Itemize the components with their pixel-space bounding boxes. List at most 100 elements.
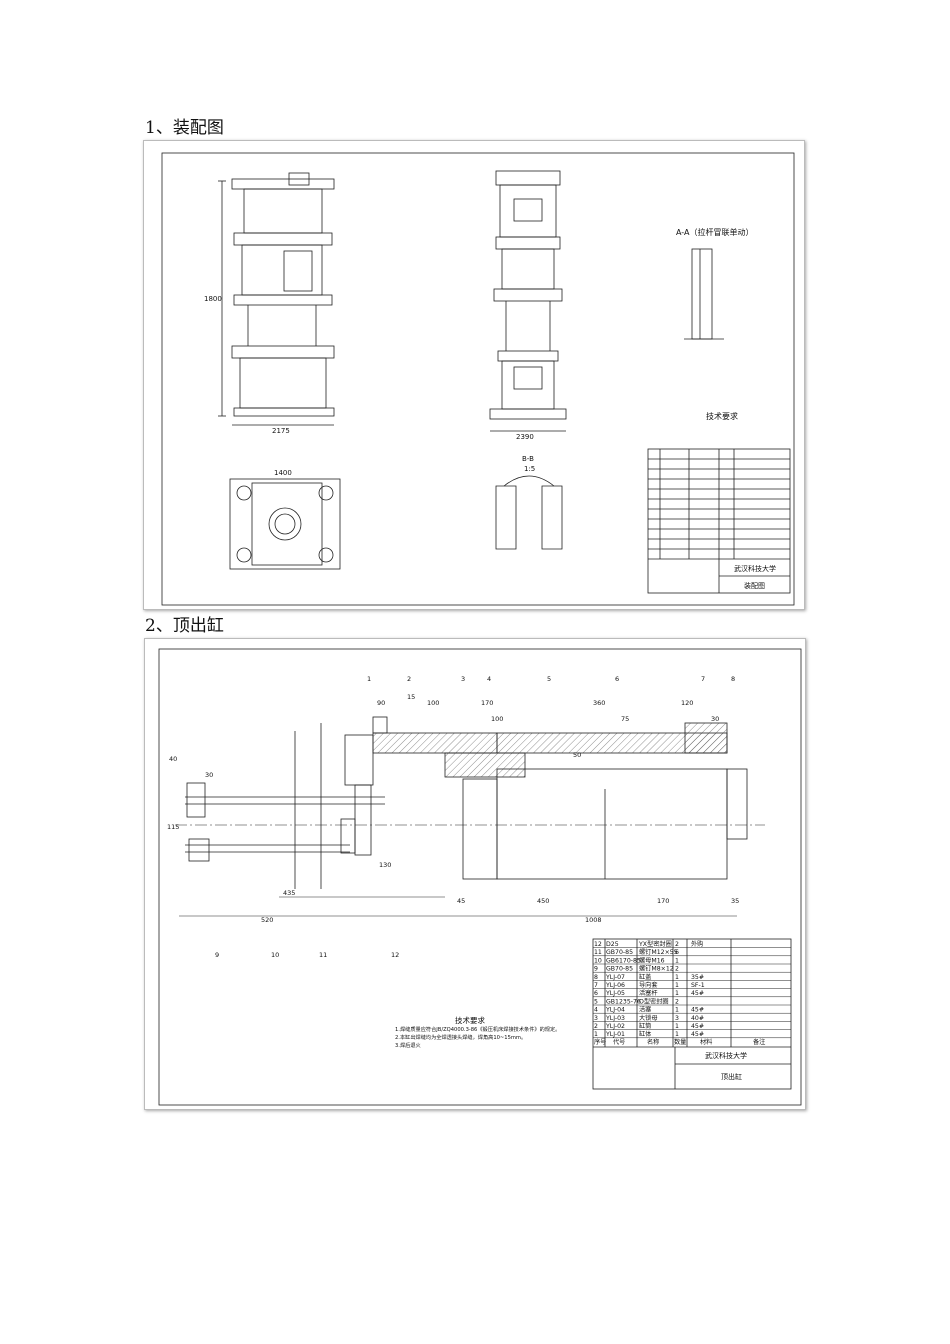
dimension-label: 450 [537,897,549,905]
bom-cell-no: 10 [594,957,602,964]
dimension-label: 170 [657,897,669,905]
bom-cell-mat: 45# [691,990,704,997]
part-callout-balloon: 1 [367,675,371,683]
bom-cell-no: 9 [594,966,598,973]
bom-cell-qty: 2 [675,941,679,948]
school-name-2: 武汉科技大学 [705,1051,747,1060]
bom-cell-code: D25 [606,941,619,948]
bom-cell-qty: 1 [675,957,679,964]
view-bb-title: B-B [522,455,534,463]
bom-cell-no: 8 [594,974,598,981]
part-callout-balloon: 3 [461,675,465,683]
bom-cell-code: GB1235-76 [606,998,641,1005]
bom-cell-no: 5 [594,998,598,1005]
bom-cell-name: 大锁母 [639,1014,658,1022]
bom-cell-code: YLJ-01 [605,1031,625,1038]
dimension-label: 120 [681,699,693,707]
view-aa-title: A-A（拉杆冒联单动） [676,227,753,237]
bom-cell-qty: 1 [675,990,679,997]
bom-cell-code: YLJ-04 [605,1007,625,1014]
bom-cell-code: GB6170-85 [606,957,641,964]
bom-cell-code: YLJ-03 [605,1015,625,1022]
drawing-name-2: 顶出缸 [721,1072,742,1081]
dimension-label: 520 [261,916,273,924]
dimension-label: 100 [491,715,503,723]
dim-side-width: 2390 [516,433,534,441]
bom-cell-name: 缸筒 [639,1022,651,1030]
part-callout-balloon: 6 [615,675,619,683]
bom-header-code: 代号 [613,1038,625,1046]
bom-cell-name: 螺母M16 [639,956,665,964]
bom-cell-code: GB70-85 [606,949,633,956]
dimension-label: 45 [457,897,465,905]
bom-cell-name: 活塞 [639,1006,651,1014]
part-callout-balloon: 15 [407,693,415,701]
bom-cell-mat: 45# [691,1031,704,1038]
part-callout-balloon: 5 [547,675,551,683]
part-callout-balloon: 12 [391,951,399,959]
dimension-label: 435 [283,889,295,897]
bom-cell-mat: SF-1 [691,982,705,989]
bom-cell-qty: 1 [675,982,679,989]
dimension-label: 115 [167,823,179,831]
section-heading-assembly: 1、装配图 [145,118,224,138]
bom-cell-name: 导向套 [639,981,658,989]
bom-cell-code: YLJ-06 [605,982,625,989]
bom-cell-qty: 3 [675,1015,679,1022]
bom-cell-name: O型密封圈 [639,997,669,1005]
bom-cell-qty: 6 [675,949,679,956]
tech-title-1: 技术要求 [706,411,738,421]
bom-cell-no: 3 [594,1015,598,1022]
tech-note-2: 2.本缸出焊缝均为全焊透接头焊缝，焊角高10~15mm。 [395,1033,526,1041]
bom-cell-code: YLJ-07 [605,974,625,981]
bom-cell-no: 4 [594,1007,598,1014]
bom-cell-code: YLJ-02 [605,1023,625,1030]
dimension-label: 30 [205,771,213,779]
bom-cell-mat: 40# [691,1015,704,1022]
bom-cell-qty: 1 [675,1023,679,1030]
bom-cell-no: 6 [594,990,598,997]
bom-cell-no: 1 [594,1031,598,1038]
bom-cell-code: GB70-85 [606,966,633,973]
dimension-label: 50 [573,751,581,759]
dimension-label: 100 [427,699,439,707]
bom-cell-mat: 45# [691,1007,704,1014]
view-bb-scale: 1:5 [524,465,535,473]
dim-width: 2175 [272,427,290,435]
bom-cell-qty: 1 [675,1007,679,1014]
assembly-drawing-sheet: 2175 2390 1800 1400 A-A（拉杆冒联单动） B-B 1:5 … [143,140,805,610]
bom-cell-mat: 45# [691,1023,704,1030]
part-callout-balloon: 2 [407,675,411,683]
bom-cell-no: 12 [594,941,602,948]
part-callout-balloon: 8 [731,675,735,683]
dim-plan-width: 1400 [274,469,292,477]
bom-cell-name: 缸盖 [639,973,651,981]
bom-cell-no: 2 [594,1023,598,1030]
part-callout-balloon: 11 [319,951,327,959]
school-name-1: 武汉科技大学 [734,564,776,573]
bom-cell-code: YLJ-05 [605,990,625,997]
bom-cell-qty: 2 [675,966,679,973]
bom-header-remark: 备注 [753,1038,765,1046]
part-callout-balloon: 4 [487,675,491,683]
bom-cell-qty: 1 [675,974,679,981]
dimension-label: 170 [481,699,493,707]
dimension-label: 360 [593,699,605,707]
part-callout-balloon: 7 [701,675,705,683]
part-callout-balloon: 9 [215,951,219,959]
bom-header-mat: 材料 [700,1038,712,1046]
assembly-drawing: 2175 2390 1800 1400 A-A（拉杆冒联单动） B-B 1:5 … [161,152,795,606]
bom-cell-name: YX型密封圈 [638,940,672,948]
bom-cell-no: 7 [594,982,598,989]
bom-cell-qty: 2 [675,998,679,1005]
bom-cell-name: 螺钉M8×12 [639,965,674,973]
dimension-label: 75 [621,715,629,723]
part-callout-balloon: 10 [271,951,279,959]
dimension-label: 30 [711,715,719,723]
bom-cell-name: 螺钉M12×55 [639,948,678,956]
dimension-label: 40 [169,755,177,763]
bom-cell-name: 缸体 [639,1030,652,1038]
dimension-label: 1008 [585,916,602,924]
